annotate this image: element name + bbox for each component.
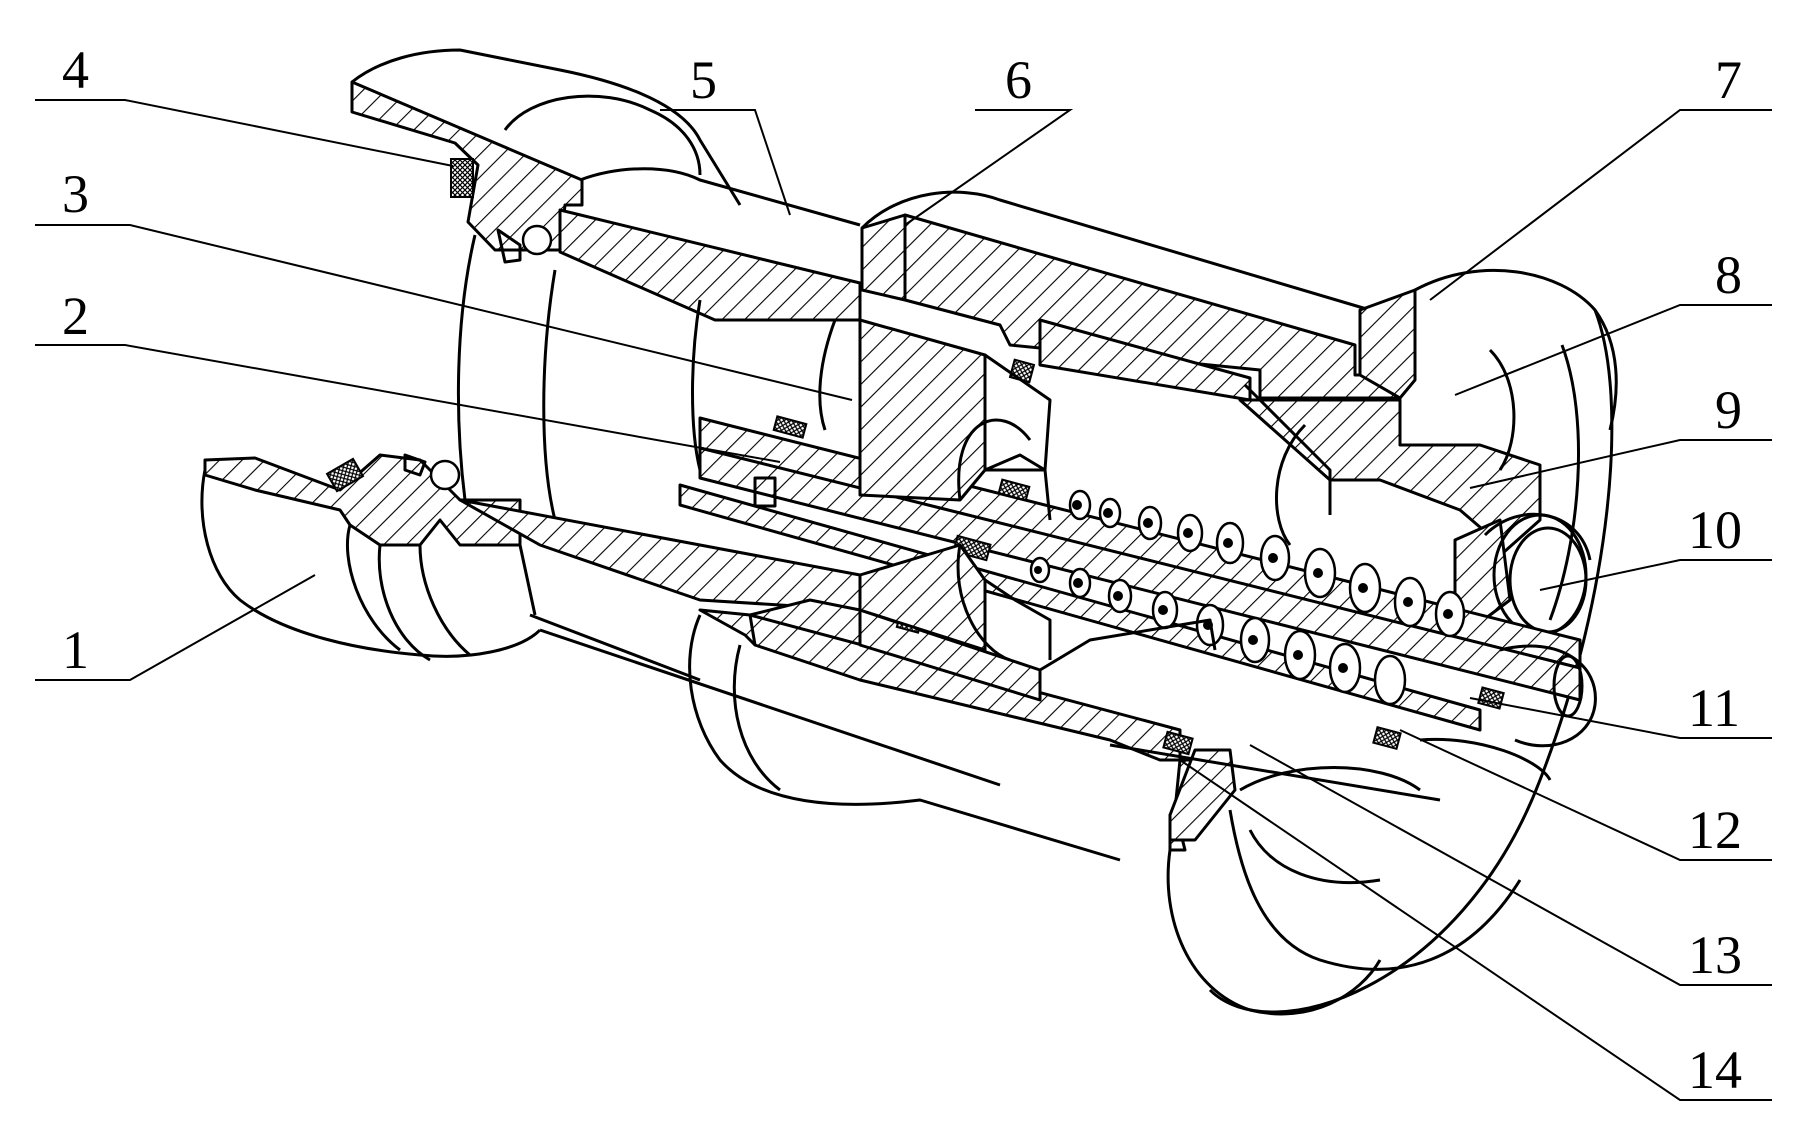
callout-2: 2 <box>62 286 89 346</box>
clip-2 <box>753 476 777 508</box>
callout-9: 9 <box>1715 380 1742 440</box>
callout-7: 7 <box>1715 50 1742 110</box>
lower-housing-section <box>200 453 1001 787</box>
callout-1: 1 <box>62 620 89 680</box>
spring-upper <box>1068 489 1466 638</box>
seal-12 <box>1477 686 1505 710</box>
spring-lower <box>1029 556 1407 706</box>
seal-4-upper <box>450 158 474 198</box>
callout-4: 4 <box>62 40 89 100</box>
callout-11: 11 <box>1688 678 1740 738</box>
lower-outer-sleeve <box>688 598 1522 1016</box>
callout-14: 14 <box>1688 1040 1742 1100</box>
callout-10: 10 <box>1688 500 1742 560</box>
callout-6: 6 <box>1005 50 1032 110</box>
seal-2 <box>772 415 808 439</box>
seal-shaft <box>952 534 992 562</box>
seal-4-lower <box>325 457 365 493</box>
ball-upper <box>521 224 553 256</box>
seal-13 <box>1372 725 1402 751</box>
seal-3-inner <box>997 478 1031 502</box>
retainer-upper <box>496 228 522 264</box>
callout-12: 12 <box>1688 800 1742 860</box>
callout-13: 13 <box>1688 925 1742 985</box>
callout-3: 3 <box>62 164 89 224</box>
retainer-lower <box>403 453 427 477</box>
seal-14 <box>1162 730 1194 756</box>
callout-5: 5 <box>690 50 717 110</box>
center-funnel <box>858 318 1052 662</box>
callout-8: 8 <box>1715 245 1742 305</box>
upper-housing-section <box>350 48 862 521</box>
ball-lower <box>429 459 461 491</box>
leader-lines <box>35 99 1772 1101</box>
